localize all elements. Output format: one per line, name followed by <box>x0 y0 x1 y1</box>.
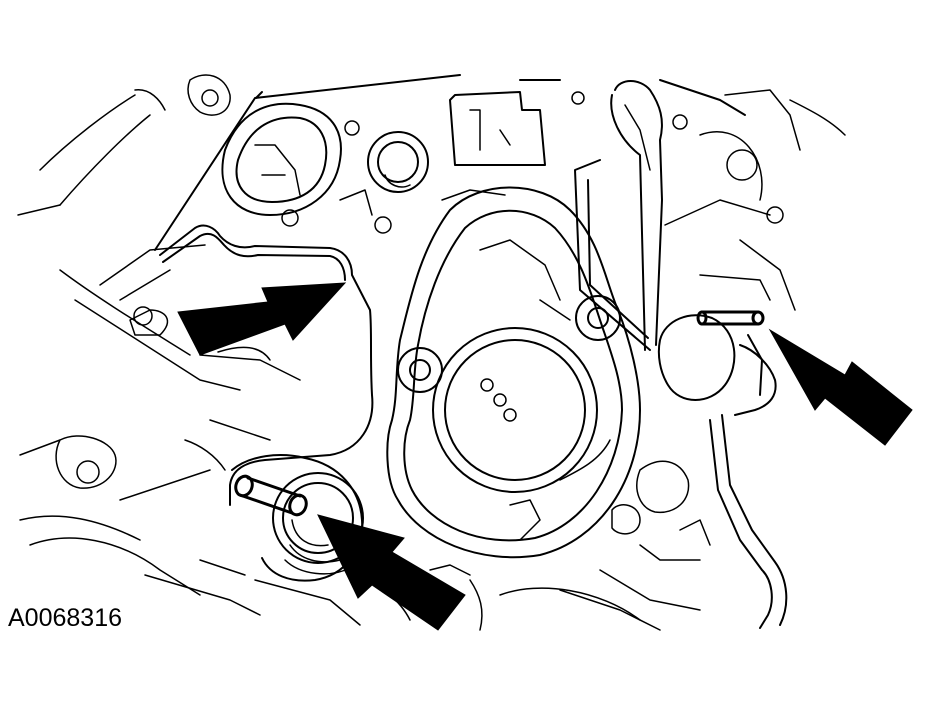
top-boss <box>367 131 429 193</box>
arrow-lower <box>317 514 466 631</box>
pump-body <box>386 186 641 559</box>
upper-right-bracket <box>441 79 585 201</box>
dowel-pin-left <box>234 474 308 517</box>
dowel-pin-right <box>696 310 765 326</box>
upper-left-port <box>221 102 392 234</box>
right-casting <box>559 79 846 631</box>
arrow-upper-left <box>177 282 347 356</box>
engine-block-left <box>17 74 361 626</box>
figure-id-label: A0068316 <box>8 604 123 632</box>
arrow-right <box>768 328 913 446</box>
gasket-outline <box>154 74 461 506</box>
